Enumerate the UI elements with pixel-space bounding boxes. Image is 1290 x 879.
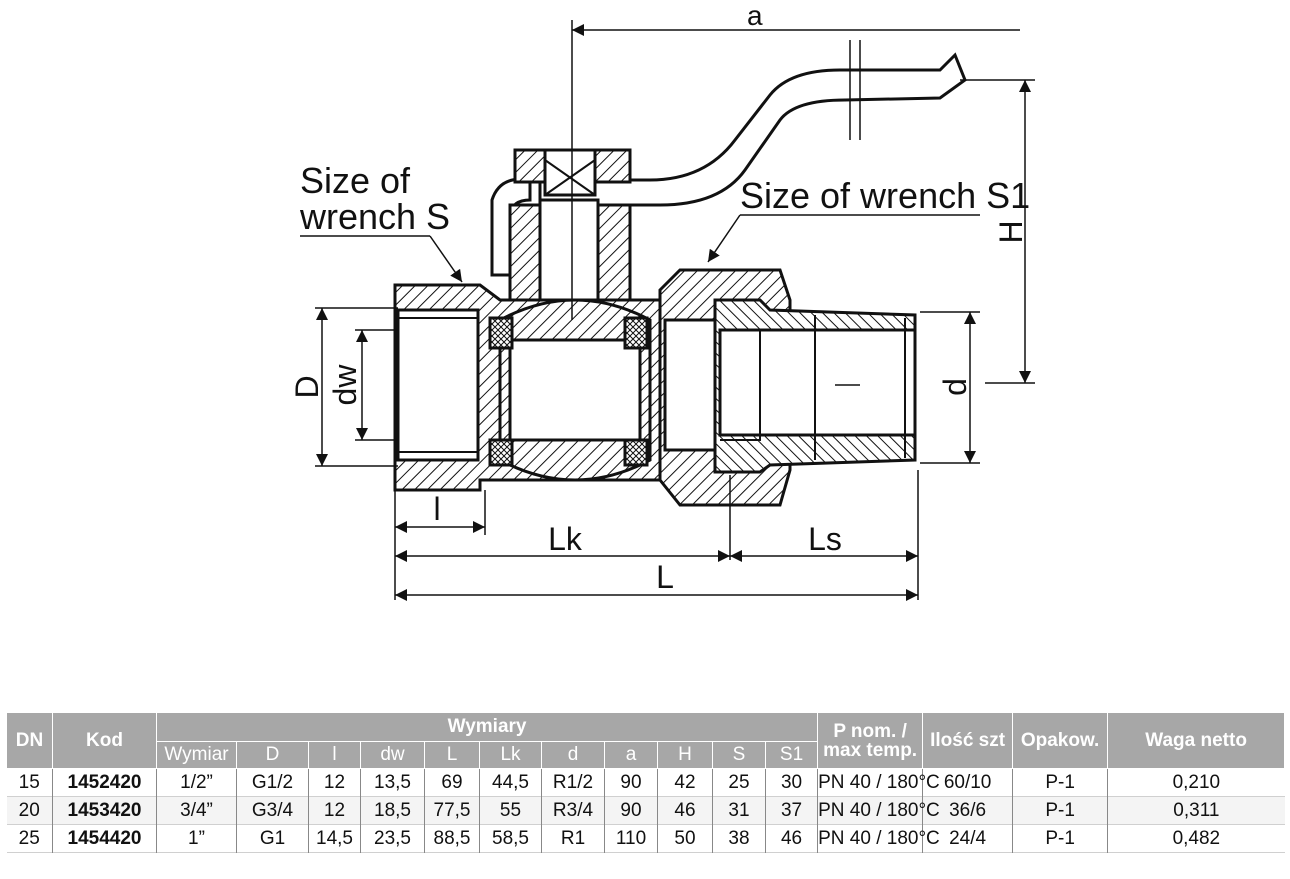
cell-a: 90 <box>604 768 658 797</box>
cell-dw: 13,5 <box>360 768 425 797</box>
cell-a: 110 <box>604 824 658 853</box>
cell-a: 90 <box>604 796 658 825</box>
cell-kod: 1454420 <box>52 824 157 853</box>
cell-wymiar: 3/4” <box>156 796 237 825</box>
cell-s: 31 <box>712 796 766 825</box>
cell-wymiar: 1/2” <box>156 768 237 797</box>
cell-s1: 30 <box>764 768 818 797</box>
cell-h: 50 <box>657 824 713 853</box>
cell-l-small: 14,5 <box>308 824 361 853</box>
cell-dw: 23,5 <box>360 824 425 853</box>
cell-l-total: 77,5 <box>424 796 480 825</box>
cell-waga: 0,311 <box>1107 796 1285 825</box>
header-wymiar: Wymiar <box>156 741 237 769</box>
label-dim-h: H <box>993 220 1029 243</box>
header-opakow: Opakow. <box>1012 712 1109 769</box>
header-pnom: P nom. / max temp. <box>817 712 924 769</box>
label-wrench-s1: Size of wrench S1 <box>740 175 1030 216</box>
cell-l-small: 12 <box>308 796 361 825</box>
cell-kod: 1452420 <box>52 768 157 797</box>
cell-l-small: 12 <box>308 768 361 797</box>
cell-dn: 25 <box>18 827 40 849</box>
header-d-big: D <box>236 741 309 769</box>
table-row: 15 1452420 1/2” G1/2 12 13,5 69 44,5 R1/… <box>6 768 1285 797</box>
cell-l-total: 88,5 <box>424 824 480 853</box>
table-header: DN Kod Wymiary P nom. / max temp. Ilość … <box>6 712 1286 769</box>
valve-technical-drawing: Size of wrench S Size of wrench S1 a H D… <box>289 0 1035 601</box>
header-s1: S1 <box>764 741 819 769</box>
drawing-labels: Size of wrench S Size of wrench S1 a H D… <box>289 0 1030 595</box>
header-h: H <box>657 741 713 769</box>
header-dn: DN <box>6 712 53 769</box>
cell-d-small: R1 <box>541 824 605 853</box>
specification-table: DN Kod Wymiary P nom. / max temp. Ilość … <box>6 712 1286 853</box>
label-dim-a: a <box>747 0 763 31</box>
cell-s: 25 <box>712 768 766 797</box>
label-dim-ls: Ls <box>808 521 842 557</box>
cell-lk: 58,5 <box>479 824 542 853</box>
label-dim-d-small: d <box>937 378 973 396</box>
cell-ilosc: 36/6 <box>922 796 1013 825</box>
cell-pnom: PN 40 / 180°C <box>817 824 940 853</box>
cell-kod: 1453420 <box>52 796 157 825</box>
label-dim-l-small: l <box>433 491 440 527</box>
header-waga: Waga netto <box>1107 712 1286 769</box>
cell-ilosc: 24/4 <box>922 824 1013 853</box>
cell-lk: 55 <box>479 796 542 825</box>
cell-pnom: PN 40 / 180°C <box>817 796 940 825</box>
cell-dw: 18,5 <box>360 796 425 825</box>
cell-s1: 46 <box>764 824 818 853</box>
label-wrench-s-line2: wrench S <box>299 196 450 237</box>
cell-ilosc: 60/10 <box>922 768 1013 797</box>
header-a: a <box>604 741 658 769</box>
dimension-lines <box>300 20 1035 601</box>
label-dim-lk: Lk <box>548 521 583 557</box>
header-kod: Kod <box>52 712 157 769</box>
valve-body <box>393 52 967 507</box>
label-wrench-s-line1: Size of <box>300 160 411 201</box>
cell-d-big: G1 <box>236 824 309 853</box>
cell-s1: 37 <box>764 796 818 825</box>
table-row: 25 1454420 1” G1 14,5 23,5 88,5 58,5 R1 … <box>6 824 1285 853</box>
table-row: 20 1453420 3/4” G3/4 12 18,5 77,5 55 R3/… <box>6 796 1285 825</box>
cell-dn: 15 <box>18 771 40 793</box>
label-dim-dw: dw <box>327 364 363 406</box>
cell-opakow: P-1 <box>1012 768 1108 797</box>
cell-s: 38 <box>712 824 766 853</box>
cell-lk: 44,5 <box>479 768 542 797</box>
cell-waga: 0,482 <box>1107 824 1285 853</box>
cell-wymiar: 1” <box>156 824 237 853</box>
table-body: 15 1452420 1/2” G1/2 12 13,5 69 44,5 R1/… <box>6 768 1285 853</box>
cell-pnom: PN 40 / 180°C <box>817 768 940 797</box>
cell-h: 46 <box>657 796 713 825</box>
header-d-small: d <box>541 741 605 769</box>
cell-d-big: G1/2 <box>236 768 309 797</box>
header-lk: Lk <box>479 741 542 769</box>
cell-opakow: P-1 <box>1012 824 1108 853</box>
cell-d-small: R3/4 <box>541 796 605 825</box>
cell-d-big: G3/4 <box>236 796 309 825</box>
cell-opakow: P-1 <box>1012 796 1108 825</box>
cell-l-total: 69 <box>424 768 480 797</box>
cell-waga: 0,210 <box>1107 768 1285 797</box>
cell-d-small: R1/2 <box>541 768 605 797</box>
cell-h: 42 <box>657 768 713 797</box>
header-wymiary: Wymiary <box>155 712 819 742</box>
header-ilosc: Ilość szt <box>922 712 1014 769</box>
label-dim-l-total: L <box>656 559 674 595</box>
header-s: S <box>712 741 766 769</box>
header-l-small: l <box>308 741 361 769</box>
header-l-total: L <box>424 741 480 769</box>
label-dim-d-big: D <box>289 375 325 398</box>
header-dw: dw <box>360 741 425 769</box>
cell-dn: 20 <box>6 796 53 825</box>
